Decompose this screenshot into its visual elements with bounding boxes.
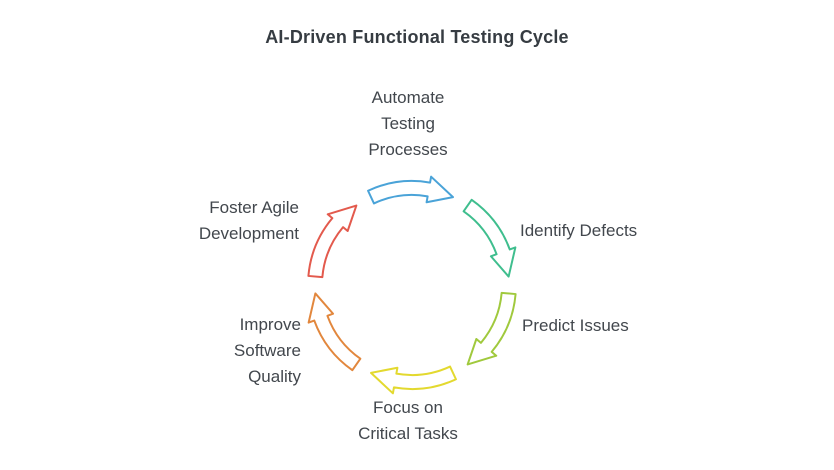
cycle-arrow-1	[462, 198, 517, 278]
cycle-arrow-3	[370, 365, 457, 395]
label-foster-agile-development: Foster Agile Development	[198, 198, 299, 243]
label-predict-issues: Predict Issues	[522, 316, 629, 335]
diagram-title: AI-Driven Functional Testing Cycle	[265, 27, 569, 47]
label-identify-defects: Identify Defects	[520, 221, 638, 240]
label-improve-software-quality: Improve Software Quality	[233, 315, 301, 386]
cycle-arrow-2	[466, 291, 517, 366]
cycle-arrow-5	[307, 204, 358, 279]
label-focus-on-critical-tasks: Focus on Critical Tasks	[358, 398, 458, 443]
cycle-arrow-0	[367, 175, 454, 205]
cycle-arrow-4	[307, 292, 362, 372]
label-automate-testing-processes: Automate Testing Processes	[368, 88, 448, 159]
